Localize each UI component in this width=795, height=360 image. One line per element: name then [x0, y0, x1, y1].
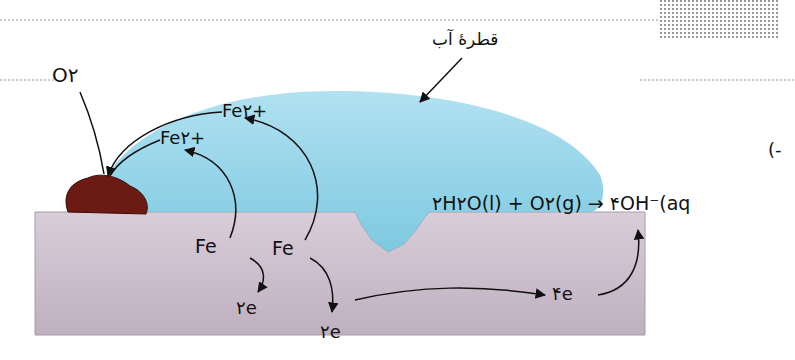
- electron-label: ۴e: [552, 284, 573, 304]
- ion-arrow: [108, 112, 222, 176]
- reaction-equation: ۲H۲O(l) + O۲(g) → ۴OH⁻(aq: [432, 193, 690, 214]
- page-rule: [640, 80, 795, 81]
- electron-arrow: [250, 258, 263, 292]
- oxidation-arrow: [245, 118, 318, 240]
- part-label: (-: [768, 140, 782, 160]
- electron-label: ۲e: [236, 298, 257, 318]
- oxygen-arrow: [80, 92, 104, 174]
- element-label: Fe: [195, 236, 217, 257]
- ion-label: Fe۲+: [222, 101, 267, 121]
- species-label: O۲: [52, 64, 78, 86]
- part-label: قطرهٔ آب: [432, 30, 499, 49]
- leader-line: [420, 58, 462, 102]
- electron-arrow: [310, 258, 333, 312]
- electron-flow: [598, 230, 639, 295]
- page-rule: [0, 20, 660, 21]
- dot-texture: [660, 0, 780, 40]
- element-label: Fe: [272, 238, 294, 259]
- electron-label: ۲e: [320, 322, 341, 342]
- ion-label: Fe۲+: [160, 128, 205, 148]
- page-rule: [0, 80, 60, 81]
- ion-arrow: [110, 140, 160, 176]
- iron-plate: [35, 212, 645, 335]
- electron-flow: [355, 288, 545, 300]
- oxidation-arrow: [185, 150, 236, 238]
- rust-deposit: [66, 175, 147, 214]
- water-drop: [95, 91, 603, 252]
